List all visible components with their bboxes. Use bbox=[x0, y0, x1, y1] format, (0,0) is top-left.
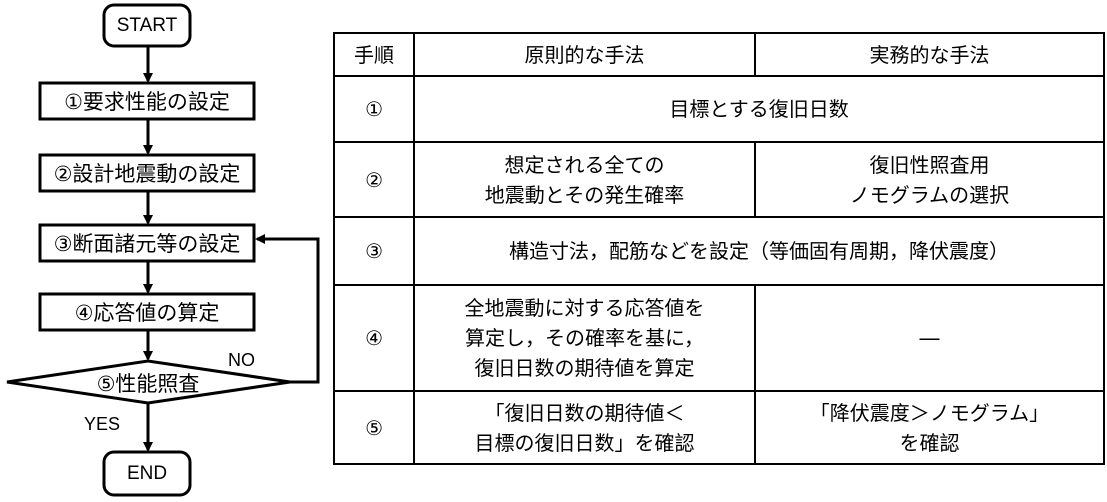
principle-cell: 「復旧日数の期待値＜ 目標の復旧日数」を確認 bbox=[413, 390, 756, 465]
step-number: ③ bbox=[332, 216, 416, 286]
table-row: ③ 構造寸法，配筋などを設定（等価固有周期，降伏震度） bbox=[332, 216, 1105, 286]
step-4-label: ④応答値の算定 bbox=[74, 301, 220, 325]
step-number: ② bbox=[332, 141, 416, 218]
no-label: NO bbox=[228, 350, 255, 370]
process-box-1 bbox=[38, 81, 256, 121]
header-step: 手順 bbox=[332, 32, 416, 77]
process-box-3 bbox=[38, 223, 256, 263]
step-2-label: ②設計地震動の設定 bbox=[53, 162, 241, 186]
merged-cell: 目標とする復旧日数 bbox=[413, 75, 1105, 143]
step-number: ① bbox=[332, 75, 416, 143]
step-3-label: ③断面諸元等の設定 bbox=[53, 232, 241, 256]
table-row: ① 目標とする復旧日数 bbox=[332, 75, 1105, 143]
practical-cell: 「降伏震度＞ノモグラム」 を確認 bbox=[753, 390, 1106, 465]
decision-label: ⑤性能照査 bbox=[96, 372, 200, 396]
yes-label: YES bbox=[84, 414, 121, 434]
end-terminal bbox=[102, 450, 192, 497]
merged-cell: 構造寸法，配筋などを設定（等価固有周期，降伏震度） bbox=[413, 216, 1105, 286]
principle-cell: 想定される全ての 地震動とその発生確率 bbox=[413, 141, 756, 218]
table-row: ④ 全地震動に対する応答値を 算定し，その確率を基に， 復旧日数の期待値を算定 … bbox=[332, 284, 1106, 392]
start-label: START bbox=[116, 14, 178, 36]
practical-cell: 復旧性照査用 ノモグラムの選択 bbox=[753, 141, 1106, 218]
header-practical: 実務的な手法 bbox=[753, 32, 1106, 77]
end-label: END bbox=[126, 462, 168, 484]
principle-cell: 全地震動に対する応答値を 算定し，その確率を基に， 復旧日数の期待値を算定 bbox=[413, 284, 756, 392]
table-row: ② 想定される全ての 地震動とその発生確率 復旧性照査用 ノモグラムの選択 bbox=[332, 141, 1106, 218]
arrow-no-loop bbox=[255, 234, 320, 384]
table-header-row: 手順 原則的な手法 実務的な手法 bbox=[332, 32, 1106, 77]
flowchart bbox=[6, 3, 320, 497]
step-number: ④ bbox=[332, 284, 416, 392]
process-box-2 bbox=[38, 153, 256, 193]
header-principle: 原則的な手法 bbox=[413, 32, 756, 77]
step-number: ⑤ bbox=[332, 390, 416, 465]
procedure-table: 手順 原則的な手法 実務的な手法 ① 目標とする復旧日数 ② 想定される全ての … bbox=[332, 32, 1106, 465]
practical-cell: ― bbox=[753, 284, 1106, 392]
step-1-label: ①要求性能の設定 bbox=[64, 90, 230, 114]
table-row: ⑤ 「復旧日数の期待値＜ 目標の復旧日数」を確認 「降伏震度＞ノモグラム」 を確… bbox=[332, 390, 1106, 465]
